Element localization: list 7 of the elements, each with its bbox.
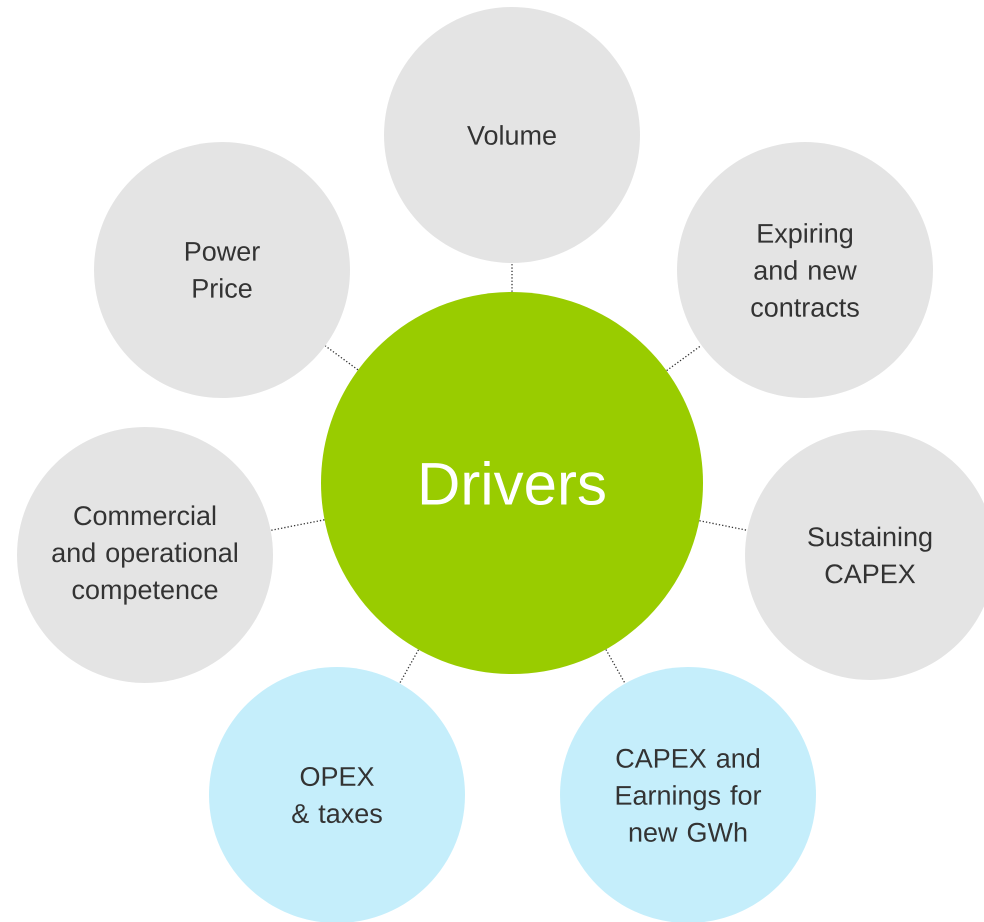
connector-line (270, 519, 325, 531)
connector-line (605, 649, 626, 684)
connector-line (399, 649, 420, 684)
connector-line (699, 520, 748, 531)
connector-line (666, 344, 702, 372)
connector-line (324, 345, 358, 370)
connector-line (511, 263, 513, 292)
